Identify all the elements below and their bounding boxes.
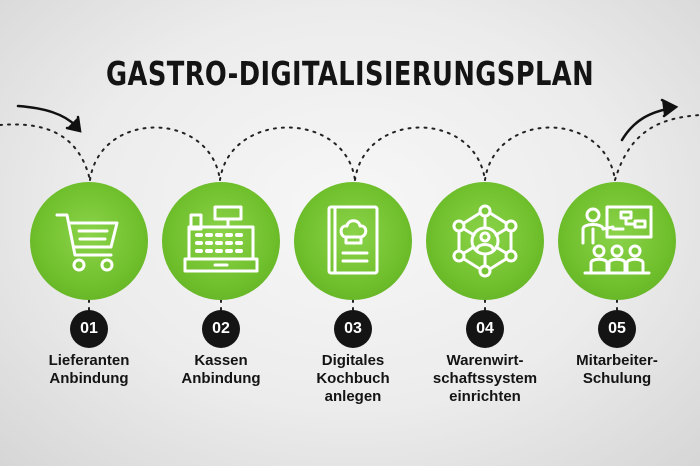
step-2: 02 Kassen Anbindung [156, 0, 286, 466]
step-3-label: Digitales Kochbuch anlegen [316, 352, 390, 405]
shopping-cart-icon [55, 213, 119, 272]
cash-register-icon [183, 205, 259, 273]
step-2-number: 02 [202, 310, 240, 348]
step-5-number: 05 [598, 310, 636, 348]
network-icon [452, 204, 518, 278]
step-3-circle [294, 182, 412, 300]
page-title: GASTRO-DIGITALISIERUNGSPLAN [105, 54, 595, 93]
step-3-number: 03 [334, 310, 372, 348]
step-4-circle [426, 182, 544, 300]
step-1: 01 Lieferanten Anbindung [24, 0, 154, 466]
step-4: 04 Warenwirt- schaftssystem einrichten [420, 0, 550, 466]
step-3: 03 Digitales Kochbuch anlegen [288, 0, 418, 466]
end-arrow-icon [620, 98, 679, 142]
step-5-label: Mitarbeiter- Schulung [576, 352, 658, 387]
start-arrow-icon [16, 104, 82, 133]
step-1-number: 01 [70, 310, 108, 348]
step-5-circle [558, 182, 676, 300]
step-4-number: 04 [466, 310, 504, 348]
step-2-circle [162, 182, 280, 300]
cookbook-icon [327, 205, 379, 275]
step-1-label: Lieferanten Anbindung [48, 352, 130, 387]
step-2-label: Kassen Anbindung [181, 352, 261, 387]
step-4-label: Warenwirt- schaftssystem einrichten [432, 352, 538, 405]
step-5: 05 Mitarbeiter- Schulung [552, 0, 682, 466]
training-presentation-icon [581, 205, 653, 275]
step-1-circle [30, 182, 148, 300]
